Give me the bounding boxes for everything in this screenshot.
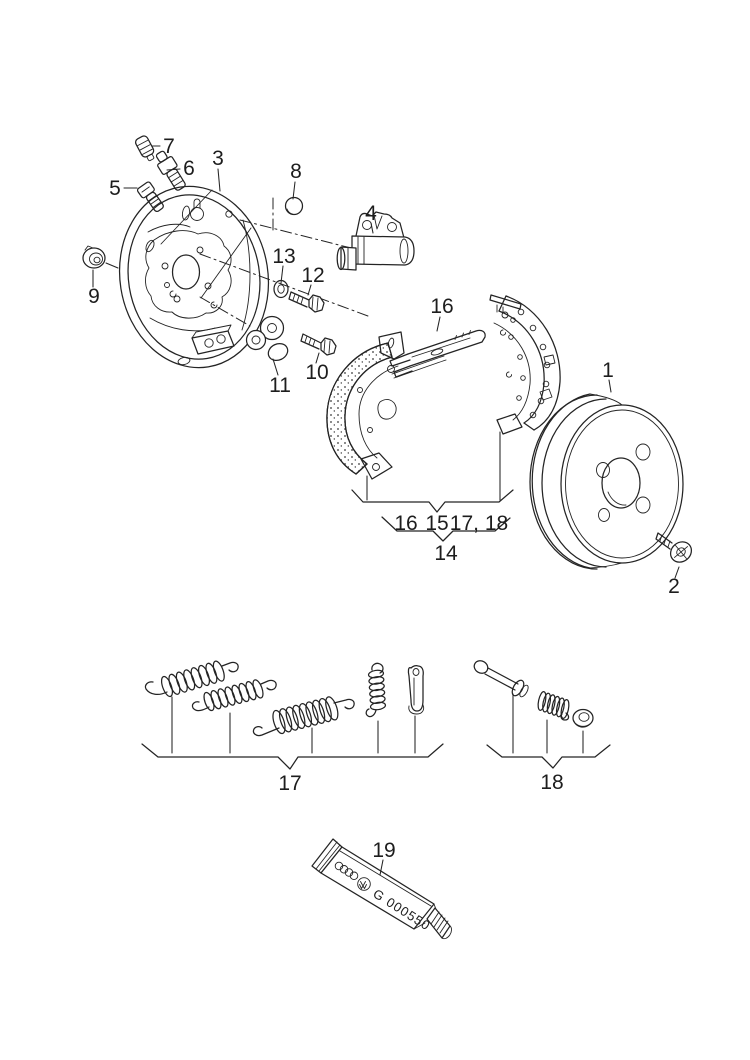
- hold-down-kit: [473, 660, 611, 769]
- callout-leaders: [92, 145, 680, 876]
- audi-rings-icon: [334, 861, 359, 881]
- return-spring-middle: [191, 679, 277, 712]
- grommet: [82, 245, 119, 269]
- part-label-19[interactable]: 19: [372, 839, 395, 862]
- part-label-5[interactable]: 5: [109, 177, 121, 200]
- part-label-7[interactable]: 7: [163, 135, 175, 158]
- mount-kit-label-18[interactable]: 18: [540, 771, 563, 794]
- wheel-cylinder: [336, 211, 415, 271]
- brake-drum: [529, 393, 684, 570]
- shoe-group-bracket: [351, 431, 514, 542]
- shoe-group-label-mid[interactable]: 15: [425, 512, 448, 535]
- brake-shoe-left: [326, 331, 405, 480]
- adjuster-strut: [389, 329, 486, 379]
- kit-label-14[interactable]: 14: [434, 542, 458, 565]
- part-label-8[interactable]: 8: [290, 160, 302, 183]
- parking-lever: [245, 315, 289, 362]
- part-label-12[interactable]: 12: [301, 264, 324, 287]
- hold-down-pin: [473, 660, 529, 698]
- shoe-group-label-right[interactable]: 17, 18: [450, 512, 508, 535]
- part-label-13[interactable]: 13: [272, 245, 295, 268]
- hold-down-coil-spring: [537, 691, 570, 721]
- part-label-3[interactable]: 3: [212, 147, 224, 170]
- adjuster-wedge: [407, 664, 425, 715]
- part-label-9[interactable]: 9: [88, 285, 100, 308]
- drum-screw: [655, 532, 693, 563]
- shoe-group-label-left[interactable]: 16: [394, 512, 417, 535]
- spring-kit-label-17[interactable]: 17: [278, 772, 301, 795]
- backing-plate: [118, 185, 270, 369]
- spring-seat-cup: [572, 708, 594, 728]
- part-label-4[interactable]: 4: [365, 202, 377, 225]
- bleeder-cap: [134, 135, 155, 162]
- part-label-6[interactable]: 6: [183, 157, 195, 180]
- part-label-10[interactable]: 10: [305, 361, 328, 384]
- bleeder-valve: [155, 150, 186, 191]
- screw-part5: [136, 181, 164, 212]
- spring-kit: [141, 660, 444, 770]
- return-spring-upper: [144, 660, 239, 698]
- bolt-part12: [288, 291, 325, 313]
- return-spring-lower: [252, 696, 355, 737]
- part-label-2[interactable]: 2: [668, 575, 680, 598]
- bolt-part10: [300, 333, 337, 356]
- part-label-1[interactable]: 1: [602, 359, 614, 382]
- vw-logo-icon: [357, 877, 371, 891]
- hold-down-spring: [365, 662, 387, 718]
- brake-shoe-right: [489, 294, 561, 435]
- part-label-16[interactable]: 16: [430, 295, 453, 318]
- plug: [284, 196, 304, 216]
- part-label-11[interactable]: 11: [269, 374, 291, 397]
